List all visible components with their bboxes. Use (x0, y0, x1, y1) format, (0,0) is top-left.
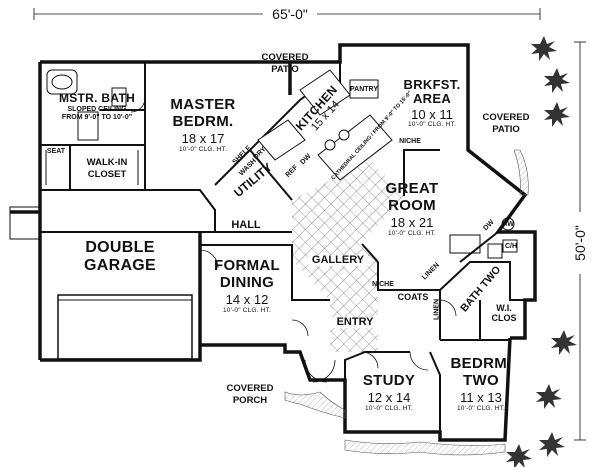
study-size: 12 x 14 (367, 390, 411, 405)
covered-patio-right-label: COVERED PATIO (474, 113, 538, 134)
breakfast-ceiling: 10'-0" CLG. HT. (407, 121, 457, 128)
covered-porch-label: COVERED PORCH (218, 384, 282, 405)
bedroom-two-name1: BEDRM. (450, 355, 512, 372)
toilet (111, 87, 127, 107)
breakfast-divider (403, 149, 440, 196)
double-garage-name2: GARAGE (83, 257, 157, 274)
master-bedroom-name1: MASTER (170, 96, 236, 113)
pantry (349, 79, 379, 99)
great-room-name2: ROOM (388, 197, 436, 214)
formal-dining-size: 14 x 12 (225, 292, 269, 307)
master-bedroom-label: MASTER BEDRM. 18 x 17 10'-0" CLG. HT. (158, 97, 248, 154)
breakfast-label: BRKFST. AREA 10 x 11 10'-0" CLG. HT. (390, 78, 474, 129)
formal-dining-ceiling: 10'-0" CLG. HT. (222, 307, 272, 314)
bath-diagonal-wall (459, 231, 499, 263)
bath-two-tub (449, 234, 481, 254)
study-ceiling: 10'-0" CLG. HT. (364, 405, 414, 412)
gallery-label: GALLERY (308, 255, 368, 266)
formal-dining-name1: FORMAL (214, 257, 280, 274)
breakfast-size: 10 x 11 (411, 107, 453, 122)
bedroom-two-ceiling: 10'-0" CLG. HT. (456, 405, 506, 412)
shrubs (506, 36, 577, 467)
study-label: STUDY 12 x 14 10'-0" CLG. HT. (350, 373, 428, 413)
formal-dining-label: FORMAL DINING 14 x 12 10'-0" CLG. HT. (202, 258, 292, 315)
great-room-ceiling: 10'-0" CLG. HT. (387, 230, 437, 237)
bedroom-two-name2: TWO (463, 372, 499, 389)
breakfast-name2: AREA (412, 91, 452, 106)
exterior-wall-bottom-right (343, 337, 512, 442)
master-bath-note1: SLOPED CEILING (67, 106, 127, 113)
great-room-label: GREAT ROOM 18 x 21 10'-0" CLG. HT. (372, 181, 452, 238)
master-bedroom-size: 18 x 17 (181, 131, 225, 146)
great-room-name1: GREAT (385, 180, 439, 197)
study-name: STUDY (362, 372, 416, 389)
bathtub (46, 69, 78, 95)
covered-patio-top-line1: COVERED (261, 52, 309, 63)
double-garage-label: DOUBLE GARAGE (70, 240, 170, 274)
exterior-wall-right (300, 43, 537, 340)
wi-closet-line1: W.I. (496, 303, 512, 313)
niche-label-kitchen: NICHE (399, 138, 421, 145)
garage-side-door (9, 206, 41, 240)
master-bedroom-name2: BEDRM. (172, 113, 234, 130)
master-bedroom-ceiling: 10'-0" CLG. HT. (178, 146, 228, 153)
study-right-wall (429, 351, 441, 432)
formal-dining-name2: DINING (219, 274, 275, 291)
exterior-wall-left (10, 62, 42, 360)
kitchen-island (317, 114, 393, 181)
water-heater (501, 217, 515, 231)
linen-label-2: LINEN (433, 299, 441, 320)
walk-in-closet-line2: CLOSET (87, 168, 127, 180)
seat-label: SEAT (46, 148, 66, 155)
overall-width-label: 65'-0" (272, 6, 308, 22)
gallery-right-wall (361, 243, 379, 263)
breakfast-name1: BRKFST. (403, 77, 461, 92)
planting-beds (284, 149, 529, 456)
pantry-label: PANTRY (350, 86, 378, 93)
walk-in-closet-line1: WALK-IN (86, 157, 128, 168)
niche-label-gallery: NICHE (372, 281, 394, 288)
garage-door (57, 294, 193, 360)
entry-label: ENTRY (330, 317, 380, 328)
covered-patio-right-line2: PATIO (492, 123, 520, 135)
wi-closet-line2: CLOS (491, 313, 517, 323)
utility-inner-wall (249, 149, 293, 201)
hall-label: HALL (231, 219, 261, 231)
bath-two-wall (439, 261, 525, 301)
master-bath-label: MSTR. BATH SLOPED CEILING FROM 9'-0" TO … (52, 92, 142, 121)
dining-wall (200, 244, 330, 301)
great-room-size: 18 x 21 (390, 215, 434, 230)
double-garage-name1: DOUBLE (85, 239, 155, 256)
master-bath-name: MSTR. BATH (58, 91, 136, 105)
master-bath-note2: FROM 9'-0" TO 10'-0" (61, 114, 133, 121)
hw-label: HW (502, 221, 514, 228)
overall-depth-label: 50'-0" (572, 225, 588, 261)
bedroom-two-label: BEDRM. TWO 11 x 13 10'-0" CLG. HT. (445, 356, 517, 413)
shower (77, 111, 99, 141)
covered-patio-right-line1: COVERED (482, 112, 530, 123)
walk-in-closet-label: WALK-IN CLOSET (74, 158, 140, 179)
bath-two-toilet (487, 243, 503, 259)
wi-closet-label: W.I. CLOS (484, 304, 524, 323)
exterior-wall-top-left (40, 60, 300, 95)
covered-porch-line1: COVERED (226, 383, 274, 394)
covered-patio-top-label: COVERED PATIO (253, 53, 317, 74)
covered-porch-line2: PORCH (232, 394, 268, 406)
study-top-wall (344, 351, 410, 380)
coats-label: COATS (397, 292, 429, 302)
covered-patio-top-line2: PATIO (271, 63, 299, 75)
bedroom-two-size: 11 x 13 (460, 390, 502, 405)
range (257, 119, 306, 161)
ch-label: C/H (504, 243, 518, 250)
master-bedroom-wall (145, 189, 216, 232)
coats-wall (377, 262, 441, 340)
